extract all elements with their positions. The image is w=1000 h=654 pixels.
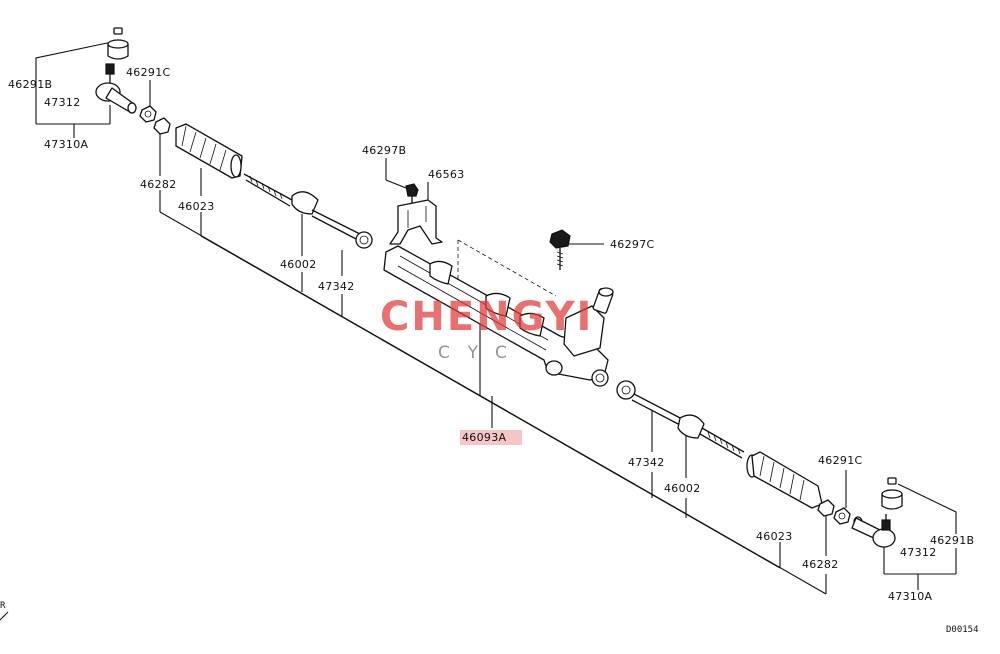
label-tie-rod-end-nut-left: 46291B bbox=[8, 78, 52, 91]
diagram-code: D00154 bbox=[946, 625, 979, 635]
bracket bbox=[389, 199, 443, 245]
label-tie-rod-end-assy-right: 47310A bbox=[888, 590, 932, 603]
leader-lines bbox=[35, 41, 957, 595]
corner-arrow-icon bbox=[0, 611, 9, 621]
label-clip-right: 46282 bbox=[802, 558, 839, 571]
corner-mark: R bbox=[0, 601, 6, 611]
lock-nut-right bbox=[817, 499, 851, 525]
label-tie-rod-left: 47342 bbox=[318, 280, 355, 293]
tie-rod-left bbox=[243, 173, 373, 249]
steering-gear-housing bbox=[383, 245, 614, 387]
label-gear-assy: 46093A bbox=[462, 431, 506, 444]
boot-left bbox=[175, 123, 243, 179]
label-tie-rod-end-nut-right: 46291B bbox=[930, 534, 974, 547]
label-clip-left: 46282 bbox=[140, 178, 177, 191]
lock-nut-left bbox=[139, 105, 171, 135]
label-boot-band-right: 46002 bbox=[664, 482, 701, 495]
label-lock-nut-right: 46291C bbox=[818, 454, 862, 467]
label-boot-band-left: 46002 bbox=[280, 258, 317, 271]
watermark: CHENGYI CYC bbox=[380, 294, 593, 363]
label-boot-right: 46023 bbox=[756, 530, 793, 543]
gear-assy-highlight bbox=[460, 430, 522, 445]
label-bolt-top: 46297B bbox=[362, 144, 406, 157]
label-tie-rod-end-assy-left: 47310A bbox=[44, 138, 88, 151]
tie-rod-end-right bbox=[851, 514, 896, 548]
tie-rod-right bbox=[616, 380, 745, 459]
watermark-sub-text: CYC bbox=[438, 343, 525, 363]
label-lock-nut-left: 46291C bbox=[126, 66, 170, 79]
label-tie-rod-right: 47342 bbox=[628, 456, 665, 469]
label-bracket: 46563 bbox=[428, 168, 465, 181]
tie-rod-end-cap-right bbox=[881, 477, 903, 510]
label-boot-left: 46023 bbox=[178, 200, 215, 213]
label-tie-rod-end-right: 47312 bbox=[900, 546, 937, 559]
tie-rod-end-cap-left bbox=[107, 27, 129, 60]
label-tie-rod-end-left: 47312 bbox=[44, 96, 81, 109]
boot-right bbox=[746, 451, 823, 509]
bolt-right bbox=[549, 229, 571, 270]
tie-rod-end-left bbox=[95, 63, 137, 114]
label-bolt-right: 46297C bbox=[610, 238, 654, 251]
part-labels: 46291B 47312 47310A 46291C 46282 46023 4… bbox=[0, 66, 979, 635]
watermark-main-text: CHENGYI bbox=[380, 294, 593, 340]
